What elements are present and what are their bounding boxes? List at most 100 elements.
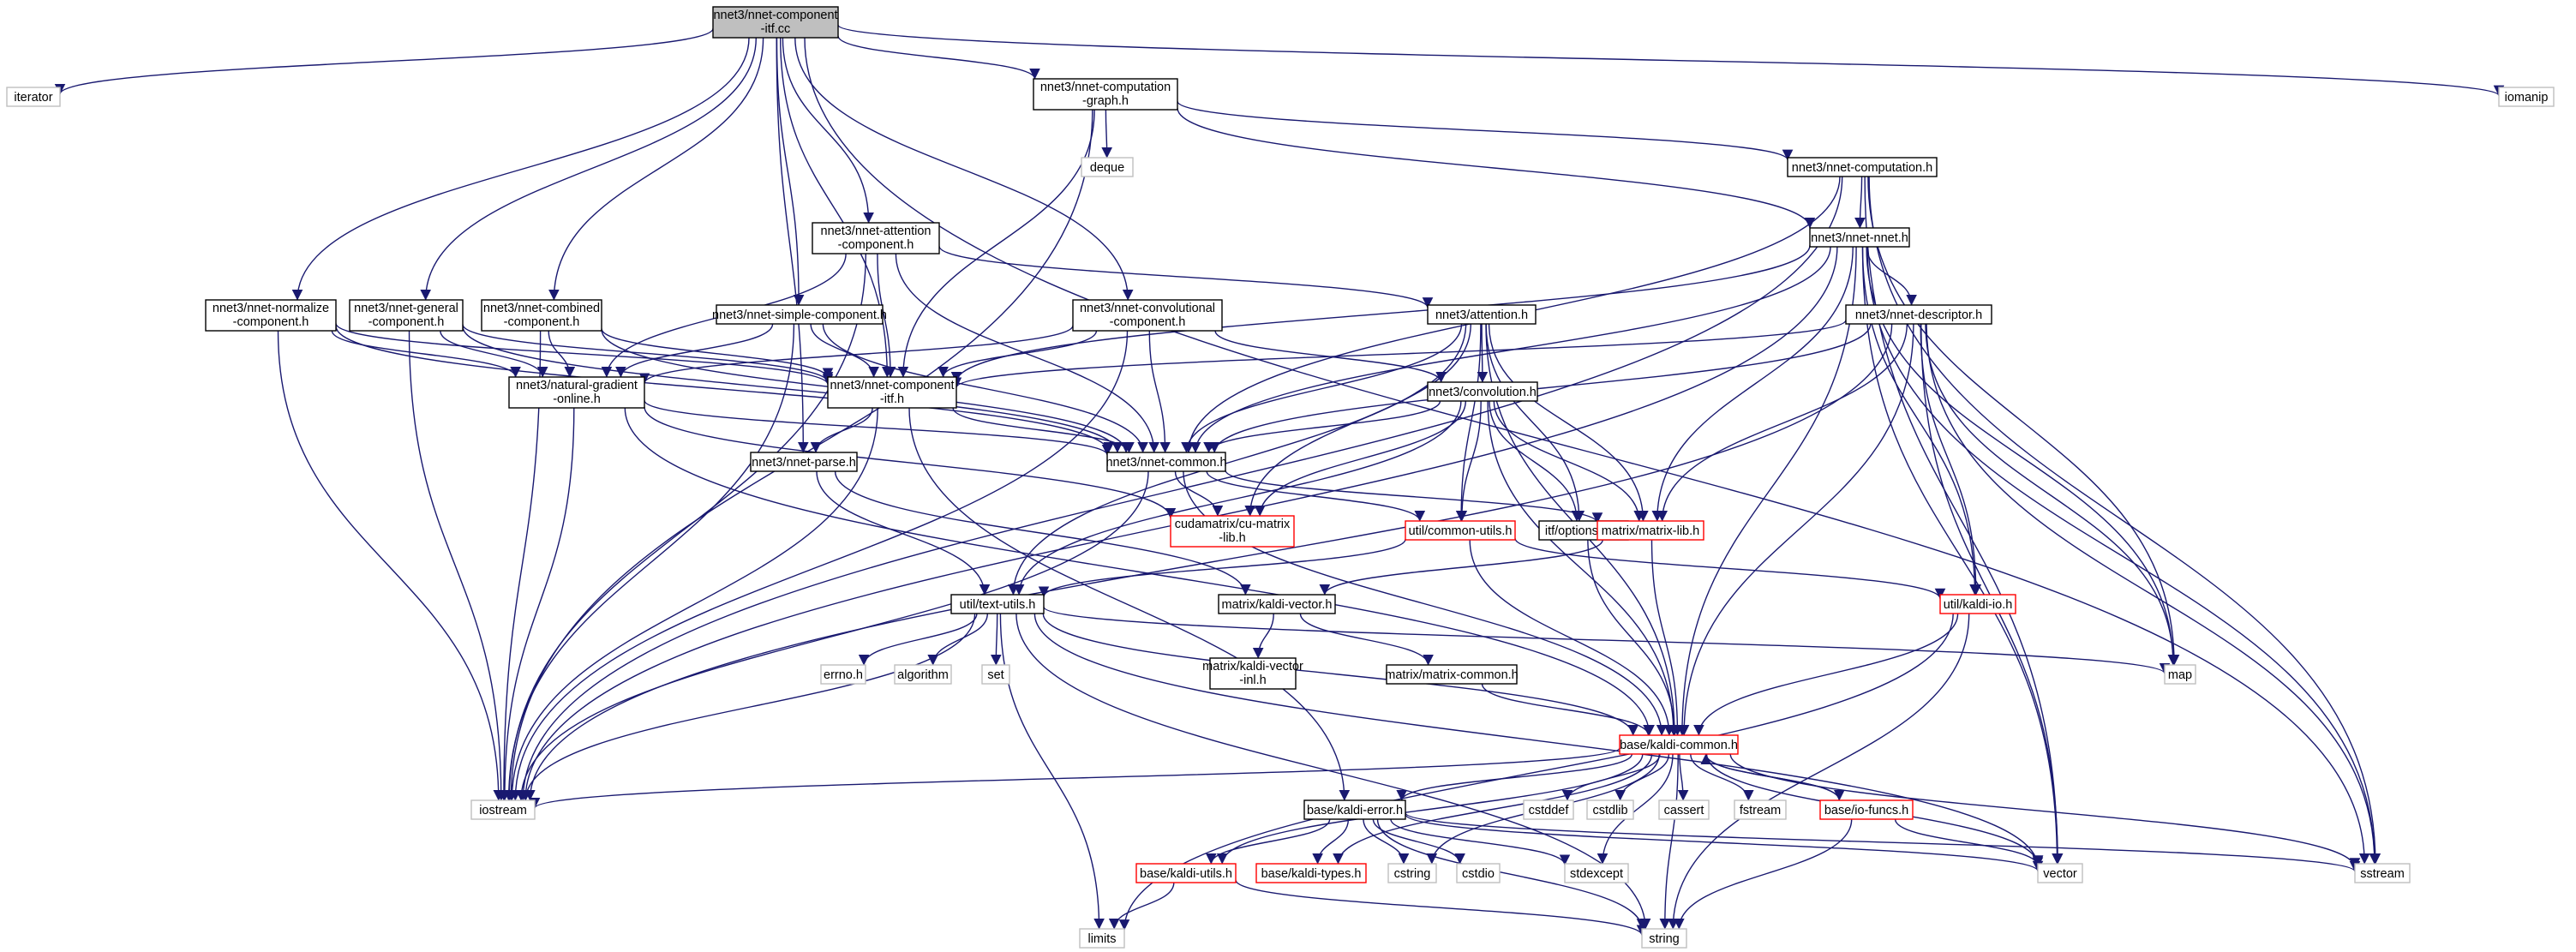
node-convolution[interactable]: nnet3/convolution.h (1427, 381, 1538, 402)
edge-attention-comp-to-component-itf (877, 253, 896, 378)
node-label: matrix/matrix-common.h (1385, 668, 1519, 682)
node-component-itf[interactable]: nnet3/nnet-component-itf.h (827, 376, 957, 409)
edge-combined-to-iostream (498, 330, 542, 801)
node-box (1386, 664, 1518, 685)
node-matrix-common[interactable]: matrix/matrix-common.h (1385, 664, 1519, 685)
node-box (716, 304, 884, 325)
edge-kaldi-error-to-kaldi-utils (1206, 818, 1331, 865)
edge-options-itf-to-kaldi-common (1587, 539, 1680, 736)
node-box (1218, 594, 1336, 614)
node-kaldi-common[interactable]: base/kaldi-common.h (1619, 734, 1739, 755)
node-box (205, 299, 337, 332)
node-box (1641, 928, 1687, 949)
node-io-funcs[interactable]: base/io-funcs.h (1819, 799, 1914, 820)
node-label-line-1: nnet3/nnet-attention (821, 225, 932, 238)
edge-natural-gradient-to-cu-matrix (644, 406, 1177, 519)
node-kaldi-vector[interactable]: matrix/kaldi-vector.h (1218, 594, 1336, 614)
node-label-line-1: matrix/kaldi-vector (1202, 660, 1303, 674)
node-box (508, 376, 645, 409)
edge-kaldi-vector-to-kaldi-vector-inl (1252, 613, 1274, 659)
node-attention-comp[interactable]: nnet3/nnet-attention-component.h (812, 222, 940, 254)
node-label-line-2: -inl.h (1239, 674, 1266, 687)
edge-general-to-nnet-common (462, 326, 1123, 453)
node-box (1255, 863, 1367, 883)
node-sstream: sstream (2354, 863, 2411, 883)
node-general[interactable]: nnet3/nnet-general-component.h (349, 299, 464, 332)
edge-kaldi-io-to-kaldi-common (1693, 613, 1959, 736)
node-label-line-1: cudamatrix/cu-matrix (1175, 518, 1291, 531)
node-box (1734, 799, 1787, 820)
edge-kaldi-error-to-sstream (1405, 812, 2360, 872)
node-box (1523, 799, 1574, 820)
node-combined[interactable]: nnet3/nnet-combined-component.h (481, 299, 602, 332)
node-cstdlib: cstdlib (1586, 799, 1634, 820)
edge-root-to-convolutional (794, 37, 1134, 301)
node-kaldi-types[interactable]: base/kaldi-types.h (1255, 863, 1367, 883)
node-box (2354, 863, 2411, 883)
edge-normalize-to-iostream (277, 330, 505, 801)
node-nnet-common[interactable]: nnet3/nnet-common.h (1105, 452, 1227, 472)
node-common-utils[interactable]: util/common-utils.h (1405, 520, 1516, 541)
edges-layer (54, 24, 2504, 937)
edge-matrix-lib-to-kaldi-vector (1319, 539, 1603, 596)
node-cstddef: cstddef (1523, 799, 1574, 820)
node-kaldi-io[interactable]: util/kaldi-io.h (1939, 594, 2016, 614)
node-box (750, 452, 858, 472)
node-parse[interactable]: nnet3/nnet-parse.h (750, 452, 858, 472)
node-label-line-1: nnet3/nnet-combined (483, 302, 600, 315)
edge-general-to-component-itf (462, 324, 834, 383)
node-box (1819, 799, 1914, 820)
edge-nnet-common-to-common-utils (1206, 470, 1425, 522)
node-label-line-1: nnet3/nnet-normalize (213, 302, 329, 315)
node-label-line-1: nnet3/nnet-component (713, 9, 837, 22)
node-simple[interactable]: nnet3/nnet-simple-component.h (712, 304, 887, 325)
edge-convolutional-to-component-itf (938, 330, 1098, 378)
edge-nnet-common-to-matrix-lib (1225, 470, 1603, 524)
edge-convolutional-to-nnet-common (1148, 330, 1171, 453)
node-attention[interactable]: nnet3/attention.h (1427, 304, 1537, 325)
node-label: nnet3/nnet-computation.h (1792, 161, 1932, 175)
node-label: fstream (1740, 804, 1781, 817)
edge-attention-comp-to-iostream (503, 253, 866, 801)
edge-nnet-to-kaldi-io (1861, 246, 1980, 596)
node-computation-graph[interactable]: nnet3/nnet-computation-graph.h (1033, 78, 1178, 111)
node-label: matrix/kaldi-vector.h (1222, 598, 1333, 612)
node-cu-matrix[interactable]: cudamatrix/cu-matrix-lib.h (1170, 515, 1295, 548)
edge-normalize-to-nnet-common (335, 326, 1114, 453)
node-box (1303, 799, 1406, 820)
node-label: iterator (14, 91, 52, 105)
edge-nnet-to-sstream (1866, 246, 2381, 865)
edge-nnet-common-to-iostream (515, 470, 1149, 801)
node-nnet[interactable]: nnet3/nnet-nnet.h (1809, 227, 1910, 248)
node-box (1170, 515, 1295, 548)
node-kaldi-error[interactable]: base/kaldi-error.h (1303, 799, 1406, 820)
node-box (1072, 299, 1223, 332)
node-convolutional[interactable]: nnet3/nnet-convolutional-component.h (1072, 299, 1223, 332)
node-root[interactable]: nnet3/nnet-component-itf.cc (712, 6, 839, 39)
node-label: util/kaldi-io.h (1944, 598, 2013, 612)
edge-kaldi-error-to-cstdio (1372, 818, 1465, 865)
edge-text-utils-to-algorithm (927, 613, 988, 666)
edge-kaldi-utils-to-limits (1108, 882, 1175, 930)
node-box (820, 664, 866, 685)
node-computation[interactable]: nnet3/nnet-computation.h (1787, 157, 1938, 177)
node-label-line-2: -itf.h (880, 392, 904, 406)
node-descriptor[interactable]: nnet3/nnet-descriptor.h (1845, 304, 1992, 325)
node-box (1033, 78, 1178, 111)
node-box (1586, 799, 1634, 820)
node-box (1597, 520, 1704, 541)
edge-attention-comp-to-attention (938, 246, 1434, 308)
edge-convolution-to-nnet-common (1203, 400, 1441, 453)
edge-root-to-parse (776, 37, 809, 453)
node-label: errno.h (824, 668, 863, 682)
node-normalize[interactable]: nnet3/nnet-normalize-component.h (205, 299, 337, 332)
node-kaldi-utils[interactable]: base/kaldi-utils.h (1135, 863, 1237, 883)
edge-root-to-iterator (54, 28, 714, 95)
edge-kaldi-error-to-kaldi-types (1312, 818, 1350, 865)
node-natural-gradient[interactable]: nnet3/natural-gradient-online.h (508, 376, 645, 409)
node-kaldi-vector-inl[interactable]: matrix/kaldi-vector-inl.h (1202, 657, 1303, 690)
node-text-utils[interactable]: util/text-utils.h (950, 594, 1045, 614)
node-box (1809, 227, 1910, 248)
node-matrix-lib[interactable]: matrix/matrix-lib.h (1597, 520, 1704, 541)
node-label: cstring (1394, 867, 1431, 881)
